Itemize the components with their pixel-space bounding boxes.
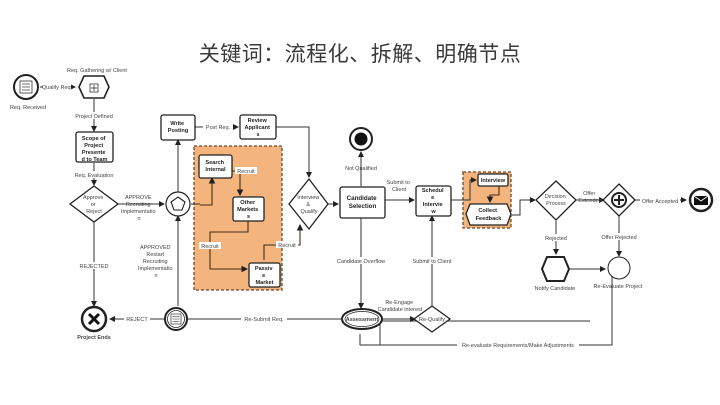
edge-label-recruit-3: Recruit bbox=[278, 243, 296, 249]
assessment-node[interactable] bbox=[341, 308, 383, 330]
edge-recruit-2 bbox=[209, 220, 249, 273]
edge-label-submit-to-client: Submit to Client bbox=[387, 180, 412, 193]
re-evaluate-project-event[interactable] bbox=[607, 256, 631, 280]
approve-reject-label: Approve or Reject bbox=[83, 195, 105, 215]
collect-feedback-box[interactable] bbox=[465, 203, 512, 226]
req-gathering-label: Req. Gathering w/ Client bbox=[67, 68, 127, 74]
envelope-icon bbox=[693, 195, 709, 205]
interview-label: Interview bbox=[481, 178, 506, 184]
write-posting-box[interactable] bbox=[160, 114, 196, 141]
edge-label-rejected-2: Rejected bbox=[545, 236, 567, 242]
edge-label-qualify-req: Qualify Req. bbox=[42, 85, 73, 91]
collect-feedback-label: Collect Feedback bbox=[476, 208, 503, 222]
edge-label-not-qualified: Not Qualified bbox=[345, 166, 377, 172]
req-received-event[interactable] bbox=[13, 74, 39, 100]
re-evaluate-project-label: Re-Evaluate Project bbox=[594, 284, 643, 290]
edge-label-re-evaluate-requirements: Re-evaluate Requirements/Make Adjustment… bbox=[462, 343, 574, 349]
edge-label-reject: REJECT bbox=[126, 317, 148, 323]
req-received-label: Req. Received bbox=[10, 105, 46, 111]
assessment-label: Assessment bbox=[346, 317, 379, 323]
decision-process-gateway[interactable] bbox=[535, 180, 577, 221]
edge-to-interview bbox=[451, 177, 477, 201]
passive-market-label: Passiv e Market bbox=[255, 266, 274, 286]
edge-label-re-engage: Re-Engage Candidate interest bbox=[378, 300, 423, 313]
other-markets-label: Other Markets s bbox=[237, 200, 260, 220]
offer-gateway[interactable] bbox=[602, 183, 636, 217]
approve-reject-gateway[interactable] bbox=[68, 185, 120, 223]
edge-label-resubmit-req: Re-Submit Req. bbox=[244, 317, 284, 323]
re-qualify-label: Re-Qualify bbox=[419, 317, 445, 323]
plus-icon bbox=[614, 195, 624, 205]
edge-label-submit-client: Submit to Client bbox=[413, 259, 452, 265]
scope-box[interactable] bbox=[75, 131, 114, 163]
edge-label-project-defined: Project Defined bbox=[75, 114, 113, 120]
edge-to-search bbox=[200, 176, 216, 206]
edge-review-to-interview bbox=[276, 126, 312, 178]
edge-label-approve-recruiting: APPROVE Recruiting Implementatio n bbox=[121, 195, 157, 222]
document-icon bbox=[172, 316, 180, 322]
review-applicants-box[interactable] bbox=[239, 114, 277, 140]
decision-process-label: Decision Process bbox=[545, 194, 568, 207]
search-internal-label: Search Internal bbox=[205, 160, 226, 173]
schedule-interview-label: Schedul e Intervie w bbox=[422, 188, 445, 215]
multiple-event[interactable] bbox=[165, 191, 191, 217]
close-icon bbox=[87, 312, 101, 326]
interview-qualify-gateway[interactable] bbox=[288, 177, 329, 231]
page-title: 关键词：流程化、拆解、明确节点 bbox=[198, 42, 522, 66]
edge-label-offer-rejected: Offer Rejected bbox=[601, 235, 636, 241]
re-qualify-gateway[interactable] bbox=[412, 305, 452, 333]
edge-label-approved-restart: APPROVED Restart Recruiting Implementati… bbox=[138, 245, 174, 279]
req-gathering-subprocess[interactable] bbox=[78, 75, 110, 99]
interview-box[interactable] bbox=[477, 173, 509, 187]
resubmit-event[interactable] bbox=[164, 307, 188, 331]
plus-icon bbox=[91, 85, 97, 91]
edge-to-decision bbox=[512, 197, 536, 216]
not-qualified-event[interactable] bbox=[349, 127, 373, 151]
notify-candidate-task[interactable] bbox=[540, 256, 571, 282]
review-applicants-label: Review Applicant s bbox=[244, 118, 271, 138]
candidate-selection-box[interactable] bbox=[339, 186, 386, 219]
edge-interview-to-feedback bbox=[486, 185, 500, 204]
project-ends-label: Project Ends bbox=[77, 335, 111, 341]
edge-label-offer-extended: Offer Extended bbox=[578, 191, 601, 204]
pentagon-icon bbox=[170, 196, 186, 211]
edge-label-recruit-2: Recruit bbox=[201, 244, 219, 250]
search-internal-box[interactable] bbox=[198, 154, 233, 179]
message-icon bbox=[22, 83, 30, 91]
interview-qualify-label: Interview & Qualify bbox=[297, 195, 321, 215]
passive-market-box[interactable] bbox=[248, 262, 281, 288]
edge-label-candidate-overflow: Candidate Overflow bbox=[337, 259, 385, 265]
candidate-selection-label: Candidate Selection bbox=[347, 195, 379, 210]
schedule-interview-box[interactable] bbox=[415, 185, 452, 217]
edge-label-recruit-1: Recruit bbox=[237, 169, 255, 175]
edge-label-post-req: Post Req. bbox=[206, 125, 231, 131]
edge-re-evaluate-loop bbox=[359, 320, 590, 346]
notify-candidate-label: Notify Candidate bbox=[535, 286, 576, 292]
write-posting-label: Write Posting bbox=[168, 121, 189, 134]
edge-label-req-evaluation: Req. Evaluation bbox=[75, 173, 114, 179]
edge-label-offer-accepted: Offer Accepted bbox=[642, 199, 678, 205]
project-ends-event[interactable] bbox=[80, 305, 108, 333]
offer-accepted-event[interactable] bbox=[688, 187, 714, 213]
edge-label-rejected: REJECTED bbox=[79, 264, 108, 270]
other-markets-box[interactable] bbox=[232, 196, 265, 222]
scope-label: Scope of Project Presente d to Team bbox=[81, 136, 107, 163]
